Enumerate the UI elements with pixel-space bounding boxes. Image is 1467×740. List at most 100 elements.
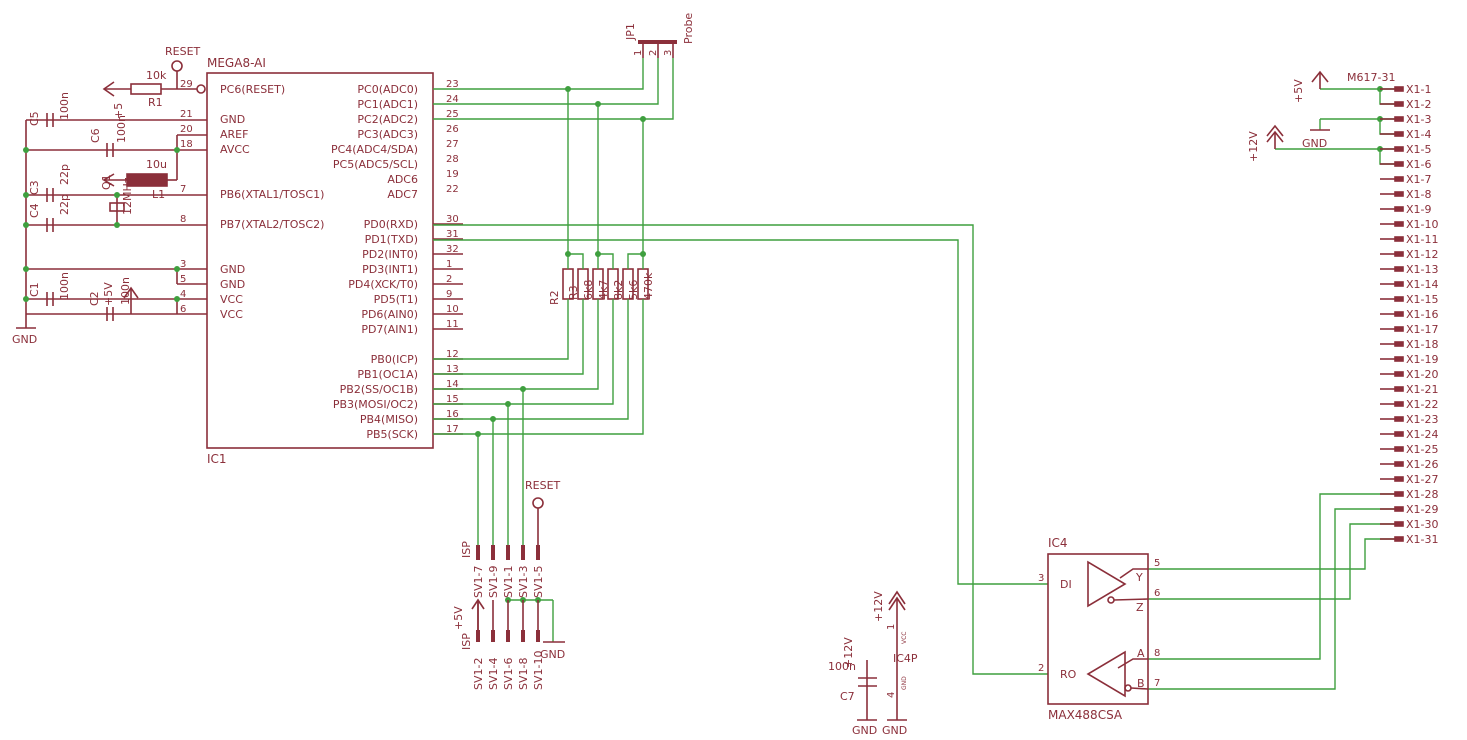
ic1-pin-label: PD3(INT1)	[362, 263, 418, 276]
x1-pin-label: X1-17	[1406, 323, 1439, 336]
ic1-pin-number: 3	[180, 259, 186, 270]
ic1-pin-label: GND	[220, 113, 245, 126]
plus5-b: +5V	[102, 282, 115, 306]
x1-pin-label: X1-24	[1406, 428, 1439, 441]
isp-bottom-pin-label: SV1-2	[472, 658, 485, 690]
ic4-value: MAX488CSA	[1048, 708, 1123, 722]
ic4-max488[interactable]: IC4 MAX488CSA DI RO Y Z A B 3 2 5 6 8 7	[1038, 536, 1160, 722]
x1-pin-pad	[1394, 251, 1404, 257]
ic4p-power[interactable]: +12V 1 VCC IC4P 4 GND +12V 100n C7 GND G…	[828, 590, 918, 737]
ic1-pin-label: PB7(XTAL2/TOSC2)	[220, 218, 324, 231]
x1-pin-pad	[1394, 521, 1404, 527]
x1-pin-pad	[1394, 101, 1404, 107]
isp-reset-pad	[532, 497, 544, 509]
driver-triangle-icon	[1087, 560, 1127, 608]
x1-pin-label: X1-2	[1406, 98, 1432, 111]
ic4-pin-5: 5	[1154, 558, 1160, 569]
l1-ref: L1	[152, 188, 165, 201]
ic1-pin-label: PC0(ADC0)	[357, 83, 418, 96]
ic1-pin-number: 10	[446, 304, 459, 315]
isp-top-pin-label: SV1-3	[517, 566, 530, 598]
x1-pin-pad	[1394, 161, 1404, 167]
ic1-pin-label: PB2(SS/OC1B)	[340, 383, 418, 396]
x1-pin-pad	[1394, 446, 1404, 452]
x1-connector[interactable]: M617-31 +5V GND +12V X1-1X1-2X1-3X1-4X1-…	[1247, 70, 1439, 546]
ic4p-gnd-small: GND	[901, 676, 908, 690]
x1-pin-label: X1-25	[1406, 443, 1439, 456]
isp-top-pin-label: SV1-5	[532, 566, 545, 598]
x1-pin-pad	[1394, 296, 1404, 302]
ic1-pin-label: PC1(ADC1)	[357, 98, 418, 111]
ic1-name: MEGA8-AI	[207, 56, 266, 70]
ic1-pin-number: 5	[180, 274, 186, 285]
isp-bottom-pin-label: SV1-6	[502, 658, 515, 690]
jp1-pin-2: 2	[648, 50, 659, 56]
x1-pin-label: X1-10	[1406, 218, 1439, 231]
ic4p-plus12-b: +12V	[842, 637, 855, 668]
ic1-pin-label: PD7(AIN1)	[361, 323, 418, 336]
isp-top-pin-label: SV1-1	[502, 566, 515, 598]
x1-pin-label: X1-4	[1406, 128, 1432, 141]
x1-pin-label: X1-20	[1406, 368, 1439, 381]
x1-pin-label: X1-22	[1406, 398, 1439, 411]
x1-pin-pad	[1394, 431, 1404, 437]
ic1-pin-number: 32	[446, 244, 459, 255]
ic1-pin-label: PB4(MISO)	[360, 413, 418, 426]
ic1-pin-label: PB5(SCK)	[366, 428, 418, 441]
ic1-pin-number: 19	[446, 169, 459, 180]
jp1-pin-3: 3	[663, 50, 674, 56]
ic1-pin-number: 8	[180, 214, 186, 225]
ic1-pin-label: PD2(INT0)	[362, 248, 418, 261]
jp1-probe-header[interactable]: JP1 Probe 1 2 3	[624, 13, 695, 58]
ic1-pin-number: 31	[446, 229, 459, 240]
isp-bottom-pin-label: SV1-8	[517, 658, 530, 690]
x1-pin-pad	[1394, 461, 1404, 467]
ic1-pin-number: 30	[446, 214, 459, 225]
ic4-body	[1047, 553, 1149, 705]
x1-pin-pad	[1394, 146, 1404, 152]
ic1-pin-number: 11	[446, 319, 459, 330]
x1-pin-pad	[1394, 206, 1404, 212]
left-passives: GND	[12, 92, 207, 346]
ic1-pin-label: PD5(T1)	[374, 293, 418, 306]
ic1-pin-number: 9	[446, 289, 452, 300]
gnd-label-1: GND	[852, 724, 877, 737]
x1-pin-pad	[1394, 86, 1404, 92]
r2-label: 4k7	[597, 280, 610, 300]
ic1-pin-label: PB0(ICP)	[371, 353, 418, 366]
ic1-mega8[interactable]: MEGA8-AI IC1 PC6(RESET)29GND21AREF20AVCC…	[180, 56, 463, 466]
ic4-ro: RO	[1060, 668, 1077, 681]
isp-label-b: ISP	[460, 633, 473, 650]
x1-plus12: +12V	[1247, 131, 1260, 162]
ic4p-plus12: +12V	[872, 591, 885, 622]
ic1-pin-number: 13	[446, 364, 459, 375]
plus5-a: +5	[112, 103, 125, 119]
gnd-label-2: GND	[882, 724, 907, 737]
r2-label: 470k	[642, 272, 655, 300]
ic1-pin-label: AREF	[220, 128, 248, 141]
ic1-pin-number: 1	[446, 259, 452, 270]
x1-pin-label: X1-26	[1406, 458, 1439, 471]
x1-pin-pad	[1394, 386, 1404, 392]
c6-value: 100n	[115, 115, 128, 143]
c7-value: 100n	[828, 660, 856, 673]
ic1-pin-label: PC3(ADC3)	[357, 128, 418, 141]
x1-pin-label: X1-12	[1406, 248, 1439, 261]
ic4p-vcc: VCC	[901, 632, 908, 644]
isp-top-pin-label: SV1-9	[487, 566, 500, 598]
x1-pin-pad	[1394, 491, 1404, 497]
ic1-pin-number: 15	[446, 394, 459, 405]
ic1-pin-label: ADC6	[387, 173, 418, 186]
c2-value: 100n	[119, 277, 132, 305]
ic1-pin-label: PC4(ADC4/SDA)	[331, 143, 418, 156]
ic1-pin-label: PD0(RXD)	[364, 218, 418, 231]
x1-pin-label: X1-31	[1406, 533, 1439, 546]
ic1-pin-number: 26	[446, 124, 459, 135]
ic1-pin-number: 25	[446, 109, 459, 120]
x1-pin-pad	[1394, 401, 1404, 407]
q1-crystal	[109, 202, 125, 212]
ic1-pin-number: 22	[446, 184, 459, 195]
x1-pin-pad	[1394, 536, 1404, 542]
